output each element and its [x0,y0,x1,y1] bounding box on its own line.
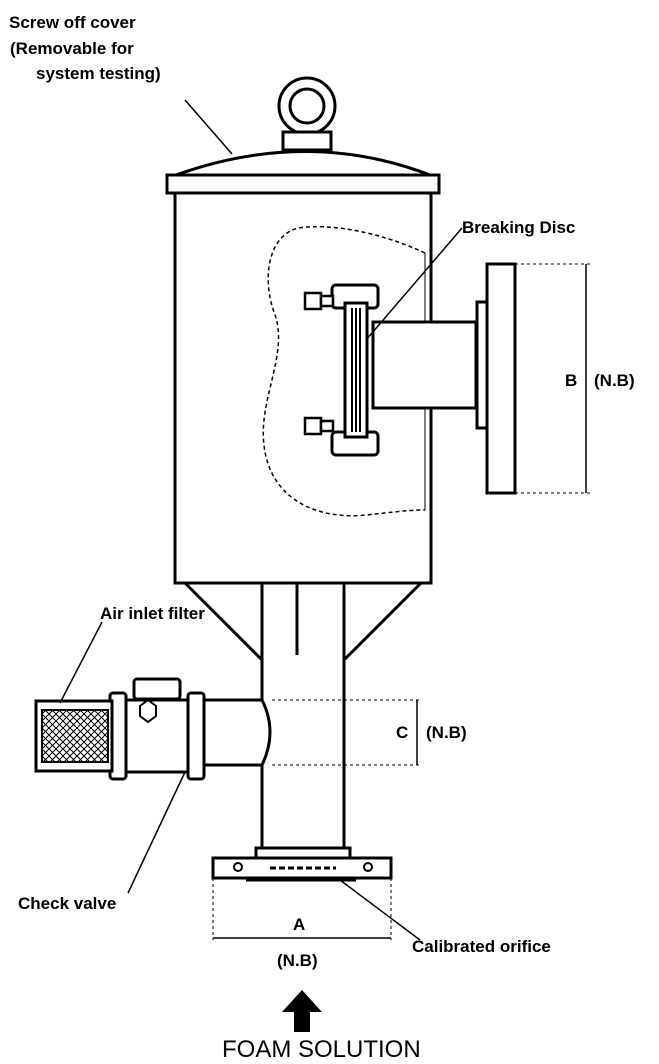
dimension-c [272,699,420,766]
leader-cover [184,99,233,155]
leader-air-filter [59,621,103,704]
leader-breaking-disc [365,227,463,341]
check-valve [108,677,206,781]
inlet-pipe [260,583,346,850]
cover-label-line-1: Screw off cover [9,13,136,32]
leader-orifice [339,879,421,941]
dimension-c-nb-label: (N.B) [426,723,467,742]
flow-arrow-icon [282,990,322,1032]
dimension-a-nb-label: (N.B) [277,951,318,970]
outlet-pipe [371,320,478,410]
breaking-disc-assembly [303,283,380,457]
screw-off-cover [165,150,441,195]
dimension-b-label: B [565,371,578,390]
cover-label-line-2: (Removable for [10,39,134,58]
air-inlet-filter [34,699,114,773]
calibrated-orifice-label: Calibrated orifice [412,937,551,956]
foam-solution-label: FOAM SOLUTION [222,1036,421,1063]
orifice-flange [211,846,393,882]
check-valve-label: Check valve [18,894,117,913]
cutaway-outline [262,225,426,517]
leader-check-valve [127,771,186,894]
cover-label-line-3: system testing) [36,64,161,83]
air-branch-pipe [205,698,272,767]
air-inlet-filter-label: Air inlet filter [100,604,205,623]
dimension-a-label: A [293,915,306,934]
lifting-eye [277,76,337,152]
breaking-disc-label: Breaking Disc [462,218,576,237]
tank-hopper [183,581,423,662]
dimension-b-nb-label: (N.B) [594,371,635,390]
dimension-a [212,878,392,940]
dimension-c-label: C [396,723,409,742]
outlet-flange [475,262,517,495]
dimension-b [515,263,590,494]
